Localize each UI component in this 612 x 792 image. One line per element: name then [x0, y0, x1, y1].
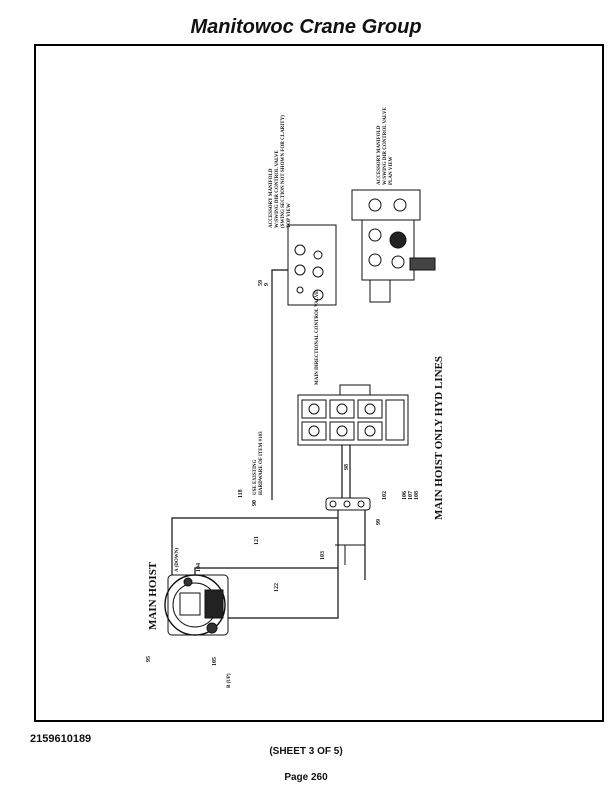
- callout-105: 105: [212, 657, 218, 666]
- page-header-title: Manitowoc Crane Group: [190, 16, 422, 38]
- callout-106: 106: [402, 491, 408, 500]
- document-number: 2159610189: [30, 733, 92, 745]
- bulkhead-plate: [325, 497, 371, 511]
- hose-118: [171, 517, 338, 580]
- hose-to-accessory: [271, 269, 290, 500]
- callout-99: 99: [376, 519, 382, 525]
- acc-plan-label-2: W/SWING DIR CONTROL VALVE: [383, 106, 388, 185]
- accessory-manifold-top-view: [287, 224, 337, 306]
- callout-122: 122: [274, 583, 280, 592]
- item-callouts: 95 104 105 118 121 122 103 99 98 102 106…: [146, 280, 420, 666]
- bulkhead-label-1: USE EXISTING: [253, 459, 258, 495]
- hose-122: [210, 505, 339, 619]
- sheet-indicator: (SHEET 3 OF 5): [269, 746, 343, 757]
- acc-top-label-4: TOP VIEW: [287, 203, 292, 228]
- diagram-frame: [34, 44, 604, 722]
- port-b-label: B (UP): [227, 673, 232, 688]
- main-hoist-motor: [164, 574, 229, 636]
- acc-plan-label-1: ACCESSORY MANIFOLD: [377, 125, 382, 185]
- callout-108: 108: [414, 491, 420, 500]
- accessory-manifold-plan-view: [351, 189, 436, 303]
- callout-9: 9: [264, 283, 270, 286]
- acc-top-label-1: ACCESSORY MANIFOLD: [269, 168, 274, 228]
- acc-top-label-2: W/SWING DIR CONTROL VALVE: [275, 149, 280, 228]
- callout-90: 90: [252, 500, 258, 506]
- callout-98: 98: [344, 464, 350, 470]
- bulkhead-label-2: HARDWARE OF ITEM #103: [259, 431, 264, 495]
- port-a-label: A (DOWN): [175, 548, 180, 572]
- acc-top-label-3: (SWING SECTION NOT SHOWN FOR CLARITY): [281, 115, 286, 228]
- main-valve-label: MAIN DIRECTIONAL CONTROL VALVE: [315, 290, 320, 385]
- main-hoist-label: MAIN HOIST: [147, 561, 159, 630]
- callout-102: 102: [382, 491, 388, 500]
- callout-104: 104: [196, 563, 202, 572]
- callout-59: 59: [258, 280, 264, 286]
- callout-95: 95: [146, 656, 152, 662]
- main-directional-control-valve: [297, 384, 409, 446]
- page-number: Page 260: [284, 772, 328, 783]
- diagram-title: MAIN HOIST ONLY HYD LINES: [433, 356, 445, 520]
- callout-121: 121: [254, 536, 260, 545]
- callout-107: 107: [408, 491, 414, 500]
- callout-103: 103: [320, 551, 326, 560]
- acc-plan-label-3: PLAN VIEW: [389, 156, 394, 185]
- callout-118: 118: [238, 489, 244, 498]
